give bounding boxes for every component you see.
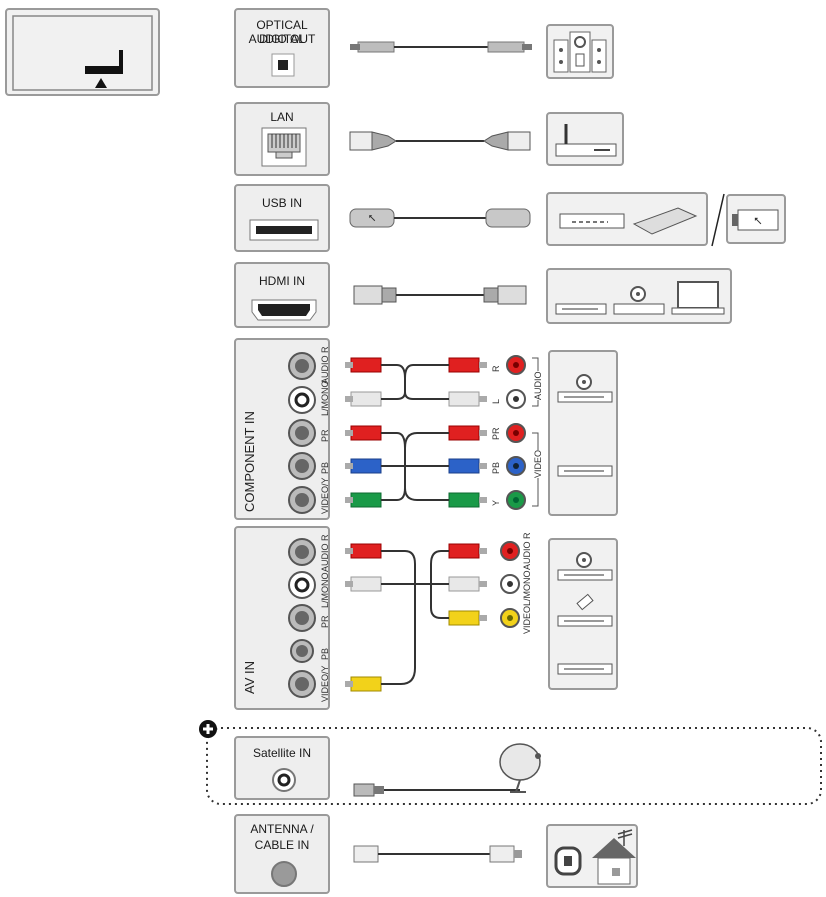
comp-dev-jack-3: PB [491, 461, 501, 474]
hdmi-port-icon [251, 299, 317, 321]
house-antenna-icon [546, 824, 638, 888]
svg-text:⭦: ⭦ [754, 214, 762, 228]
hdmi-port-panel: HDMI IN [234, 262, 330, 328]
comp-jack-label-3: PB [320, 461, 330, 474]
comp-jack-label-4: VIDEO/Y [320, 477, 330, 514]
component-devices-icon [548, 350, 618, 516]
usb-port-panel: USB IN [234, 184, 330, 252]
tv-rear-icon [5, 8, 160, 96]
component-cables [345, 357, 487, 508]
usb-stick-icon: ⭦ [726, 194, 786, 244]
lan-port-panel: LAN [234, 102, 330, 176]
comp-dev-jack-0: R [491, 365, 501, 373]
av-device-jacks [500, 541, 520, 628]
av-label: AV IN [242, 661, 257, 694]
antenna-label-1: ANTENNA / [250, 822, 314, 836]
av-jack-label-1: L/MONO [320, 572, 330, 608]
comp-jack-label-2: PR [320, 429, 330, 442]
satellite-dotted-group [206, 727, 822, 805]
hdmi-cable [353, 285, 527, 305]
av-jack-label-2: PR [320, 615, 330, 628]
optical-port-panel: OPTICAL DIGITAL AUDIO OUT [234, 8, 330, 88]
satellite-connector-icon [272, 768, 296, 792]
component-jacks [288, 352, 316, 514]
satellite-label: Satellite IN [252, 746, 312, 760]
component-label: COMPONENT IN [242, 411, 257, 512]
hdmi-devices-icon [546, 268, 732, 324]
antenna-port-panel: ANTENNA / CABLE IN [234, 814, 330, 894]
optical-cable [350, 41, 532, 53]
speaker-system-icon [546, 24, 614, 79]
ethernet-port-icon [261, 127, 307, 167]
av-jacks [288, 538, 316, 698]
optical-label-2: AUDIO OUT [248, 32, 316, 46]
comp-jack-label-0: AUDIO R [320, 346, 330, 384]
optical-label-1: OPTICAL DIGITAL [256, 18, 308, 46]
comp-jack-label-1: L/MONO [320, 380, 330, 416]
av-dev-jack-1: L/MONO [522, 570, 532, 606]
satellite-cable-and-dish [353, 743, 541, 797]
comp-dev-jack-2: PR [491, 427, 501, 440]
or-separator [711, 193, 725, 247]
svg-text:⭦: ⭦ [368, 212, 375, 225]
component-device-jacks [506, 355, 526, 510]
usb-cable: ⭦ [349, 208, 531, 228]
comp-dev-jack-1: L [491, 398, 501, 404]
usb-label: USB IN [261, 196, 302, 210]
satellite-port-panel: Satellite IN [234, 736, 330, 800]
av-jack-label-0: AUDIO R [320, 534, 330, 572]
lan-cable [349, 131, 531, 151]
plus-circle-icon [199, 720, 217, 738]
optical-port-icon [271, 53, 295, 77]
hdmi-label: HDMI IN [259, 274, 305, 288]
router-icon [546, 112, 624, 166]
antenna-connector-icon [271, 861, 297, 887]
av-jack-label-4: VIDEO/Y [320, 665, 330, 702]
av-dev-jack-0: AUDIO R [522, 532, 532, 570]
av-dev-jack-2: VIDEO [522, 605, 532, 634]
usb-port-icon [249, 219, 319, 241]
antenna-cable [353, 845, 522, 863]
av-devices-icon [548, 538, 618, 690]
av-cables [345, 543, 487, 692]
lan-label: LAN [270, 110, 294, 124]
component-group-brackets [532, 357, 539, 507]
av-jack-label-3: PB [320, 647, 330, 660]
comp-group-audio: AUDIO [533, 371, 543, 400]
usb-storage-devices-icon [546, 192, 708, 246]
comp-group-video: VIDEO [533, 449, 543, 478]
antenna-label-2: CABLE IN [254, 838, 310, 852]
comp-dev-jack-4: Y [491, 499, 501, 506]
